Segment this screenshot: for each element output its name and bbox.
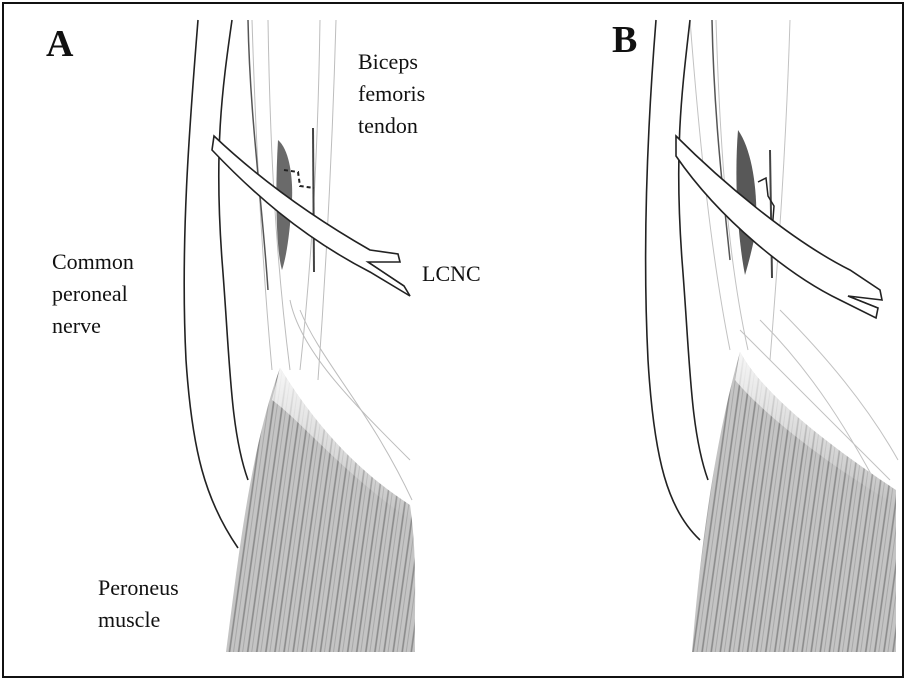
panel-a-peroneus-muscle bbox=[226, 368, 415, 652]
biceps-femoris-tendon-label: Biceps femoris tendon bbox=[358, 46, 425, 142]
common-peroneal-nerve-label: Common peroneal nerve bbox=[52, 246, 134, 342]
panel-b-lcnc-branch bbox=[676, 136, 882, 318]
panel-a-tendon-edge-right bbox=[313, 128, 314, 272]
label-line: Peroneus bbox=[98, 572, 179, 604]
panel-b-letter: B bbox=[612, 20, 637, 60]
panel-a-common-peroneal-nerve bbox=[184, 20, 248, 548]
label-line: Common bbox=[52, 246, 134, 278]
lcnc-label: LCNC bbox=[422, 258, 481, 290]
label-line: femoris bbox=[358, 78, 425, 110]
label-line: peroneal bbox=[52, 278, 134, 310]
panel-b-drawing bbox=[646, 20, 898, 652]
panel-a-lcnc-branch bbox=[212, 136, 410, 296]
label-line: muscle bbox=[98, 604, 179, 636]
panel-a-tendon-edge bbox=[248, 20, 268, 290]
label-line: Biceps bbox=[358, 46, 425, 78]
label-line: nerve bbox=[52, 310, 134, 342]
panel-a-letter: A bbox=[46, 24, 73, 64]
label-line: tendon bbox=[358, 110, 425, 142]
panel-b-peroneus-muscle bbox=[692, 352, 896, 652]
peroneus-muscle-label: Peroneus muscle bbox=[98, 572, 179, 636]
panel-b-common-peroneal-nerve bbox=[646, 20, 708, 540]
